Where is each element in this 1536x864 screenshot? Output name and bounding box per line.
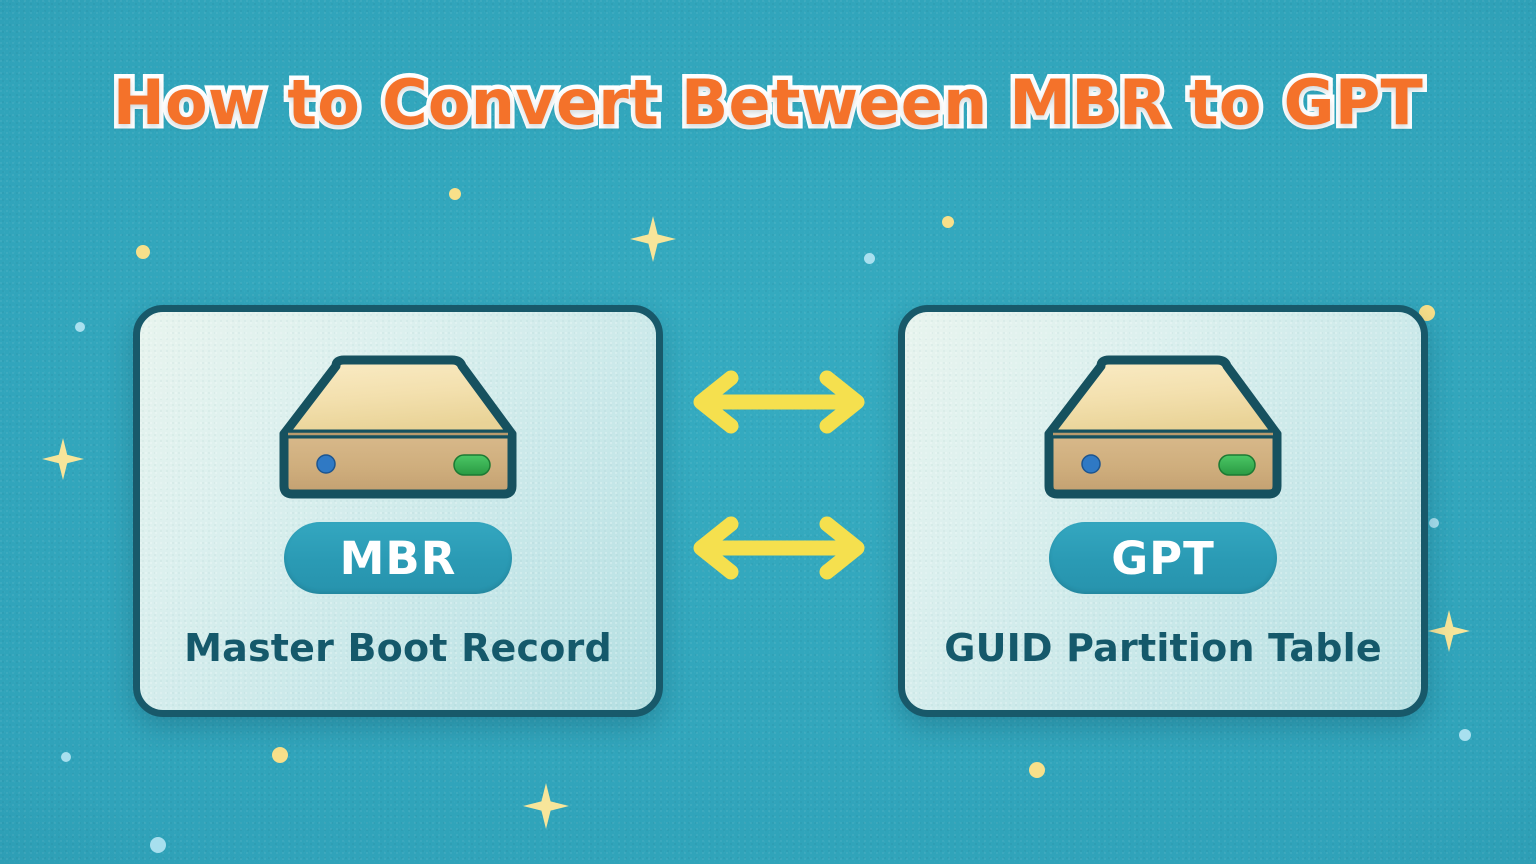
decorative-dot xyxy=(150,837,166,853)
caption-gpt: GUID Partition Table xyxy=(944,626,1382,670)
decorative-dot xyxy=(863,252,875,264)
page-title: How to Convert Between MBR to GPT xyxy=(108,62,1427,144)
decorative-dot xyxy=(1459,729,1471,741)
hard-drive-icon xyxy=(279,355,517,499)
decorative-dot xyxy=(1419,305,1435,321)
decorative-dot xyxy=(1029,762,1045,778)
decorative-dot xyxy=(61,752,71,762)
caption-mbr: Master Boot Record xyxy=(184,626,612,670)
card-gpt[interactable]: GPT GUID Partition Table xyxy=(898,305,1428,717)
connector-group xyxy=(671,360,887,590)
decorative-dot xyxy=(136,245,150,259)
decorative-dot xyxy=(942,216,954,228)
arrow-bottom-icon xyxy=(693,516,865,580)
arrow-top-icon xyxy=(693,370,865,434)
card-mbr[interactable]: MBR Master Boot Record xyxy=(133,305,663,717)
decorative-dot xyxy=(75,322,85,332)
badge-mbr[interactable]: MBR xyxy=(284,522,512,594)
decorative-dot xyxy=(272,747,288,763)
decorative-dot xyxy=(449,188,461,200)
badge-gpt[interactable]: GPT xyxy=(1049,522,1277,594)
decorative-dot xyxy=(1429,518,1439,528)
hard-drive-icon xyxy=(1044,355,1282,499)
